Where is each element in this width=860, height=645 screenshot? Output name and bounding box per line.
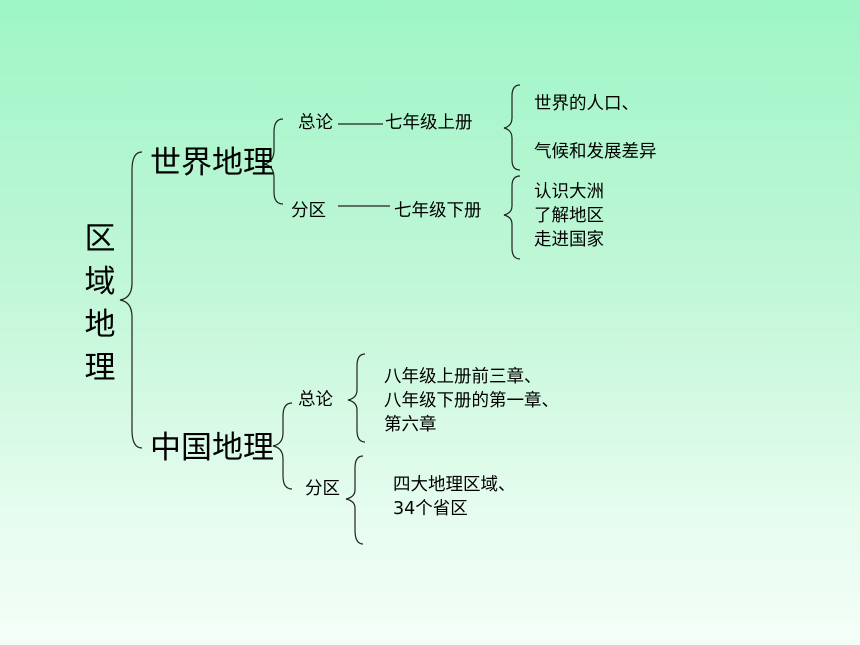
node-world-regional-book: 七年级下册 — [394, 201, 482, 221]
world-general-content-brace — [503, 84, 521, 171]
root-node-regional-geography: 区 域 地 理 — [84, 221, 116, 386]
node-china-general: 总论 — [298, 390, 333, 410]
world-regional-content-brace — [503, 175, 521, 260]
node-world-regional: 分区 — [291, 201, 326, 221]
node-china-geography: 中国地理 — [150, 430, 274, 466]
node-world-general-content: 世界的人口、 气候和发展差异 — [534, 94, 657, 162]
node-world-general: 总论 — [298, 113, 333, 133]
world-brace — [263, 118, 284, 205]
node-world-general-book: 七年级上册 — [385, 113, 473, 133]
node-world-regional-content: 认识大洲 了解地区 走进国家 — [534, 182, 604, 250]
node-china-regional-content: 四大地理区域、 34个省区 — [393, 475, 516, 519]
node-china-general-content: 八年级上册前三章、 八年级下册的第一章、 第六章 — [384, 367, 559, 435]
root-brace — [119, 151, 143, 449]
node-china-regional: 分区 — [305, 479, 340, 499]
china-regional-content-brace — [345, 455, 364, 545]
china-general-content-brace — [347, 353, 366, 443]
node-world-geography: 世界地理 — [150, 145, 274, 181]
china-brace — [272, 402, 293, 490]
